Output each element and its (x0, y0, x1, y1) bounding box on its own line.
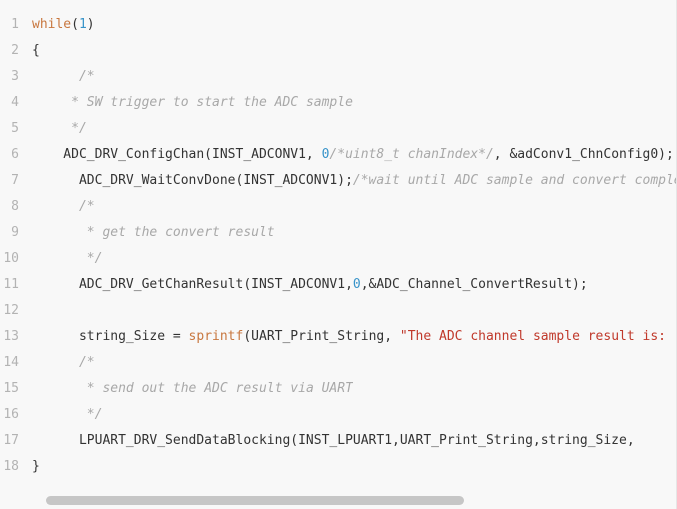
code-line: 16 */ (0, 402, 676, 428)
code-token: * SW trigger to start the ADC sample (71, 95, 353, 110)
line-number: 7 (11, 173, 19, 188)
code-text: * send out the ADC result via UART (32, 376, 353, 402)
code-line: 11 ADC_DRV_GetChanResult(INST_ADCONV1,0,… (0, 272, 676, 298)
code-token: * send out the ADC result via UART (86, 381, 353, 396)
code-text: ADC_DRV_WaitConvDone(INST_ADCONV1);/*wai… (32, 168, 676, 194)
code-token: string_Size = (32, 329, 189, 344)
line-number: 2 (11, 43, 19, 58)
code-token: "The ADC channel sample result is: (399, 329, 666, 344)
code-token: /*wait until ADC sample and convert comp… (352, 173, 676, 188)
code-token: */ (71, 121, 87, 136)
code-token: */ (86, 251, 103, 266)
code-token: LPUART_DRV_SendDataBlocking(INST_LPUART1… (32, 433, 635, 448)
line-number: 5 (11, 121, 19, 136)
code-token: * get the convert result (86, 225, 275, 240)
code-token: /* (78, 69, 95, 84)
code-line: 18} (0, 454, 676, 480)
line-number: 10 (3, 251, 19, 266)
line-number: 16 (3, 407, 19, 422)
code-text: string_Size = sprintf(UART_Print_String,… (32, 324, 666, 350)
code-token (32, 95, 71, 110)
code-text: /* (32, 64, 95, 90)
code-text: */ (32, 402, 103, 428)
code-token: ,&ADC_Channel_ConvertResult); (360, 277, 588, 292)
code-text: */ (32, 116, 87, 142)
code-line: 6 ADC_DRV_ConfigChan(INST_ADCONV1, 0/*ui… (0, 142, 676, 168)
line-number: 1 (11, 17, 19, 32)
code-line: 10 */ (0, 246, 676, 272)
code-token (32, 381, 87, 396)
code-line: 4 * SW trigger to start the ADC sample (0, 90, 676, 116)
line-number: 18 (3, 459, 19, 474)
code-token (32, 69, 79, 84)
code-text: * get the convert result (32, 220, 275, 246)
line-number: 11 (3, 277, 19, 292)
code-token: ADC_DRV_ConfigChan(INST_ADCONV1, (32, 147, 322, 162)
code-text: ADC_DRV_GetChanResult(INST_ADCONV1,0,&AD… (32, 272, 588, 298)
code-text: /* (32, 350, 95, 376)
code-token (32, 121, 71, 136)
line-number: 13 (3, 329, 19, 344)
code-line: 17 LPUART_DRV_SendDataBlocking(INST_LPUA… (0, 428, 676, 454)
code-token (32, 225, 87, 240)
line-number: 6 (11, 147, 19, 162)
code-text: while(1) (32, 12, 95, 38)
code-token: while (32, 17, 72, 32)
line-number: 17 (3, 433, 19, 448)
line-number: 4 (11, 95, 19, 110)
code-text: } (32, 454, 40, 480)
code-text: */ (32, 246, 103, 272)
code-text: * SW trigger to start the ADC sample (32, 90, 353, 116)
code-token: /* (78, 199, 95, 214)
code-line: 14 /* (0, 350, 676, 376)
line-number: 12 (3, 303, 19, 318)
code-token: { (32, 43, 40, 58)
code-token: (UART_Print_String, (243, 329, 400, 344)
code-line: 3 /* (0, 64, 676, 90)
horizontal-scrollbar-thumb[interactable] (46, 496, 464, 505)
code-token: /*uint8_t chanIndex*/ (329, 147, 494, 162)
code-token (32, 199, 79, 214)
code-line: 13 string_Size = sprintf(UART_Print_Stri… (0, 324, 676, 350)
code-token: 0 (321, 147, 330, 162)
code-text: /* (32, 194, 95, 220)
code-token: } (32, 459, 40, 474)
code-token: 0 (352, 277, 361, 292)
code-token: 1 (78, 17, 87, 32)
code-line: 12 (0, 298, 676, 324)
code-token: ) (86, 17, 95, 32)
code-token (32, 355, 79, 370)
code-token: /* (78, 355, 95, 370)
code-line: 2{ (0, 38, 676, 64)
code-line: 5 */ (0, 116, 676, 142)
code-line: 15 * send out the ADC result via UART (0, 376, 676, 402)
line-number: 8 (11, 199, 19, 214)
code-token: sprintf (188, 329, 244, 344)
line-number: 9 (11, 225, 19, 240)
code-text: LPUART_DRV_SendDataBlocking(INST_LPUART1… (32, 428, 635, 454)
code-token: ADC_DRV_GetChanResult(INST_ADCONV1, (32, 277, 353, 292)
code-token: ADC_DRV_WaitConvDone(INST_ADCONV1); (32, 173, 353, 188)
code-line: 8 /* (0, 194, 676, 220)
code-text: { (32, 38, 40, 64)
code-token: */ (86, 407, 103, 422)
code-text: ADC_DRV_ConfigChan(INST_ADCONV1, 0/*uint… (32, 142, 674, 168)
code-line: 7 ADC_DRV_WaitConvDone(INST_ADCONV1);/*w… (0, 168, 676, 194)
line-number: 15 (3, 381, 19, 396)
code-token: , &adConv1_ChnConfig0); (493, 147, 674, 162)
code-token: ( (71, 17, 79, 32)
code-token (32, 407, 87, 422)
line-number: 14 (3, 355, 19, 370)
code-line: 9 * get the convert result (0, 220, 676, 246)
code-token (32, 251, 87, 266)
line-number: 3 (11, 69, 19, 84)
